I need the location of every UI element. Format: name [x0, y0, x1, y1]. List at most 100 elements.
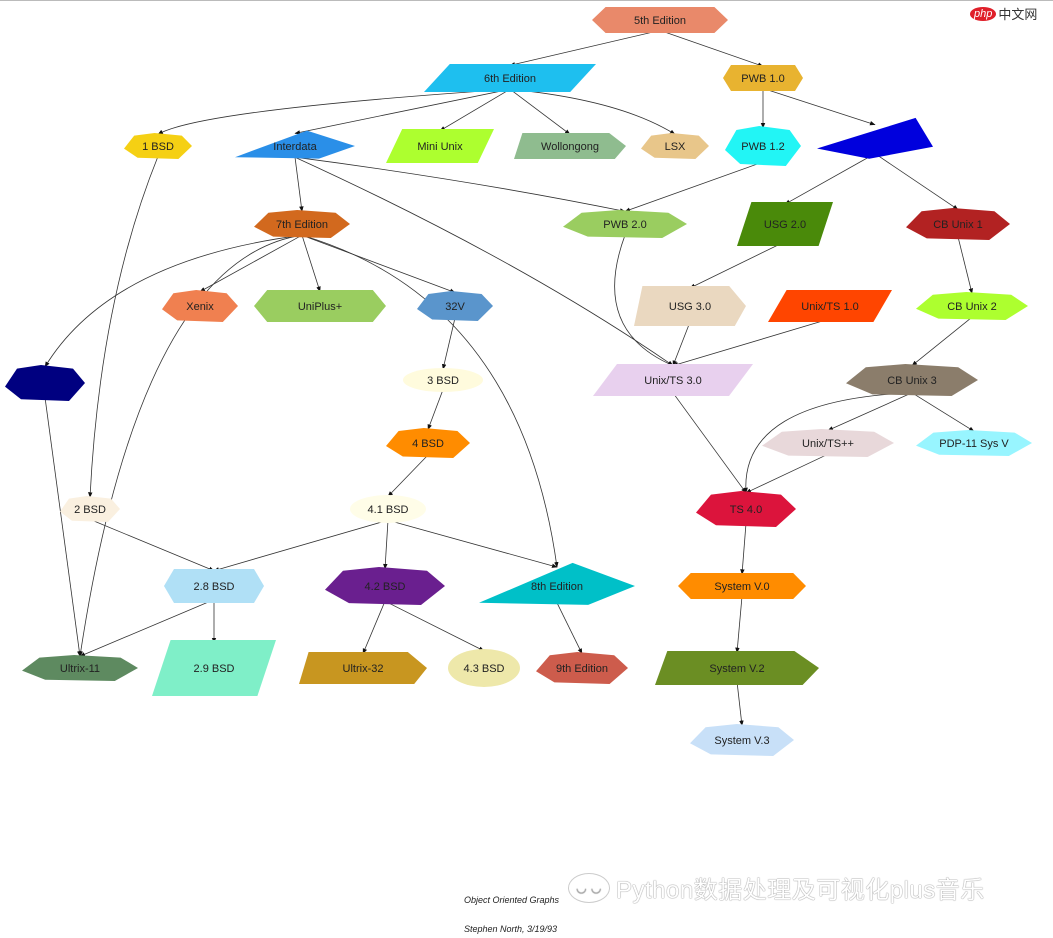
- node-pwb20: PWB 2.0: [563, 210, 687, 238]
- node-shape: [514, 133, 626, 159]
- node-ts40: TS 4.0: [696, 491, 796, 527]
- node-v32: 32V: [417, 291, 493, 321]
- node-label: USG 2.0: [764, 219, 806, 231]
- node-shape: [725, 126, 801, 166]
- node-shape: [678, 573, 806, 599]
- edge-e7-to-uniplus: [301, 235, 321, 293]
- node-label: CB Unix 3: [887, 375, 937, 387]
- edge-cb2-to-cb3: [911, 316, 973, 366]
- node-shape: [768, 290, 892, 322]
- node-shape: [124, 133, 192, 159]
- edge-e7-to-v32: [301, 234, 456, 293]
- edge-bsd28-to-ultrix11: [79, 599, 215, 657]
- node-label: LSX: [665, 141, 686, 153]
- node-label: 6th Edition: [484, 73, 536, 85]
- node-interdata: Interdata: [235, 130, 355, 159]
- node-wollongong: Wollongong: [514, 133, 626, 159]
- edge-cb3-to-pdp: [911, 392, 975, 432]
- node-label: Interdata: [273, 141, 317, 153]
- edge-bsd4-to-bsd41: [387, 454, 429, 497]
- node-cb2: CB Unix 2: [916, 292, 1028, 320]
- node-xenix: Xenix: [162, 290, 238, 322]
- node-label: Unix/TS 1.0: [801, 301, 858, 313]
- node-shape: [634, 286, 746, 326]
- edge-e7-to-e8: [301, 234, 559, 568]
- node-pwb10: PWB 1.0: [723, 65, 803, 91]
- node-label: System V.0: [714, 581, 769, 593]
- node-shape: [479, 562, 635, 605]
- node-bsd29: 2.9 BSD: [152, 640, 276, 696]
- node-label: CB Unix 2: [947, 301, 997, 313]
- node-e9: 9th Edition: [536, 652, 628, 684]
- node-label: TS 4.0: [730, 504, 762, 516]
- edge-sv0-to-sv2: [735, 596, 743, 654]
- edge-pwb12-to-pwb20: [624, 161, 764, 212]
- node-shape: [424, 64, 596, 92]
- edge-e6-to-lsx: [509, 88, 676, 135]
- edge-bsd42-to-bsd43: [384, 600, 485, 652]
- node-label: 8th Edition: [531, 581, 583, 593]
- edge-cb3-to-ts40: [743, 392, 913, 494]
- edge-usg10-to-cb1: [874, 153, 959, 210]
- node-label: Ultrix-11: [60, 663, 100, 675]
- node-shape: [5, 365, 85, 401]
- node-ts30: Unix/TS 3.0: [593, 364, 753, 396]
- node-shape: [641, 133, 709, 159]
- node-label: 2.9 BSD: [194, 663, 235, 675]
- edges-layer: [44, 30, 975, 727]
- edge-ts10-to-ts30: [672, 318, 831, 367]
- node-label: PWB 1.0: [741, 73, 784, 85]
- node-shape: [563, 210, 687, 238]
- edge-bsd41-to-bsd42: [383, 520, 389, 570]
- node-shape: [152, 640, 276, 696]
- node-shape: [737, 202, 833, 246]
- node-shape: [690, 724, 794, 756]
- node-shape: [762, 429, 894, 457]
- edge-e6-to-interdata: [294, 88, 511, 135]
- node-shape: [350, 495, 426, 523]
- node-pwb12: PWB 1.2: [725, 126, 801, 166]
- node-e7: 7th Edition: [254, 210, 350, 238]
- node-bsd3: 3 BSD: [403, 368, 483, 392]
- node-shape: [916, 292, 1028, 320]
- node-label: 3 BSD: [427, 375, 459, 387]
- edge-e6-to-bsd1: [157, 88, 511, 135]
- node-shape: [448, 649, 520, 687]
- node-label: 2.8 BSD: [194, 581, 235, 593]
- edge-interdata-to-pwb20: [294, 156, 626, 213]
- node-shape: [536, 652, 628, 684]
- node-mini: Mini Unix: [386, 129, 494, 163]
- node-uniplus: UniPlus+: [254, 290, 386, 322]
- node-e8: 8th Edition: [479, 562, 635, 605]
- node-shape: [299, 652, 427, 684]
- node-bsd1: 1 BSD: [124, 133, 192, 159]
- edge-bsd3-to-bsd4: [427, 389, 444, 431]
- edge-sv2-to-sv3: [736, 681, 744, 727]
- node-ts10: Unix/TS 1.0: [768, 290, 892, 322]
- node-e6: 6th Edition: [424, 64, 596, 92]
- edge-pwb20-to-ts30: [614, 235, 674, 366]
- node-label: 2 BSD: [74, 504, 106, 516]
- edge-interdata-to-ts30: [294, 156, 674, 366]
- node-lsx: LSX: [641, 133, 709, 159]
- edge-bsd1-to-bsd2: [88, 156, 159, 498]
- node-label: PWB 2.0: [603, 219, 646, 231]
- node-sv3: System V.3: [690, 724, 794, 756]
- node-label: CB Unix 1: [933, 219, 983, 231]
- node-shape: [723, 65, 803, 91]
- node-shape: [164, 569, 264, 603]
- credit-title: Object Oriented Graphs: [464, 895, 560, 905]
- edge-cb1-to-cb2: [957, 236, 973, 294]
- node-cb1: CB Unix 1: [906, 208, 1010, 240]
- node-shape: [386, 129, 494, 163]
- php-logo-text: 中文网: [998, 7, 1038, 22]
- edge-e5-to-e6: [509, 30, 661, 67]
- node-shape: [592, 7, 728, 33]
- edge-e7-to-xenix: [199, 234, 303, 292]
- edge-e7-to-ultrix11: [78, 234, 303, 657]
- node-shape: [417, 291, 493, 321]
- node-sv0: System V.0: [678, 573, 806, 599]
- edge-v32-to-bsd3: [441, 317, 456, 370]
- node-label: 4 BSD: [412, 438, 444, 450]
